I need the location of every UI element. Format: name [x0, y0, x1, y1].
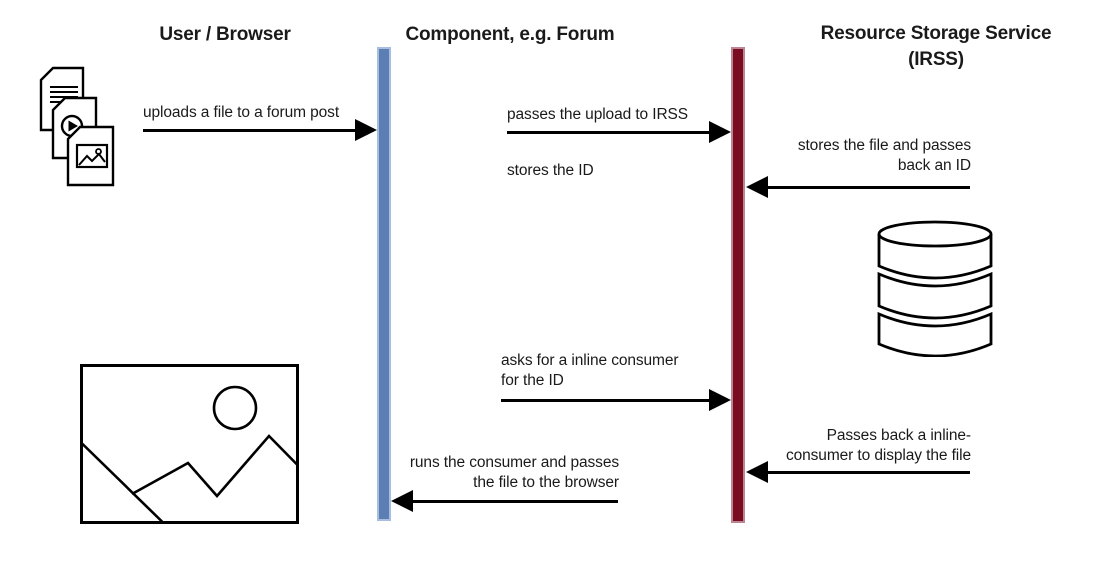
actor-header-irss-line1: Resource Storage Service: [820, 23, 1052, 44]
message-arrow-upload: [143, 119, 377, 141]
actor-header-irss: Resource Storage Service (IRSS): [806, 21, 1066, 73]
arrow-head-right-icon: [709, 121, 731, 143]
document-stack-icon: [39, 66, 115, 187]
message-label-pass-consumer-line1: Passes back a inline-: [826, 427, 971, 444]
message-label-upload: uploads a file to a forum post: [143, 103, 377, 123]
arrow-head-left-icon: [746, 461, 768, 483]
message-label-pass-consumer-line2: consumer to display the file: [785, 447, 971, 464]
message-arrow-pass-consumer: [746, 461, 970, 483]
message-label-store-file-line1: stores the file and passes: [797, 137, 971, 154]
message-label-store-id-line1: stores the ID: [507, 162, 594, 179]
message-label-run-consumer: runs the consumer and passes the file to…: [384, 453, 619, 493]
arrow-head-left-icon: [391, 490, 413, 512]
actor-header-irss-line2: (IRSS): [908, 49, 964, 70]
sun-icon: [212, 385, 258, 431]
message-label-ask-consumer-line1: asks for a inline consumer: [501, 352, 679, 369]
arrow-head-right-icon: [709, 389, 731, 411]
message-label-store-file-line2: back an ID: [897, 157, 971, 174]
message-label-pass-upload: passes the upload to IRSS: [507, 105, 737, 125]
arrow-shaft: [409, 499, 618, 503]
message-label-run-consumer-line2: the file to the browser: [473, 474, 619, 491]
message-arrow-ask-consumer: [501, 389, 731, 411]
arrow-head-left-icon: [746, 176, 768, 198]
message-label-store-id: stores the ID: [507, 161, 707, 181]
message-arrow-store-file: [746, 176, 970, 198]
irss-lifeline-bar: [731, 47, 745, 523]
actor-header-component: Component, e.g. Forum: [405, 24, 615, 45]
message-label-ask-consumer: asks for a inline consumer for the ID: [501, 351, 731, 391]
database-icon: [877, 220, 993, 357]
component-lifeline-bar: [377, 47, 391, 521]
actor-header-user: User / Browser: [159, 24, 291, 45]
arrow-shaft: [507, 130, 713, 134]
message-arrow-run-consumer: [391, 490, 618, 512]
message-label-upload-line1: uploads a file to a forum post: [143, 104, 340, 121]
mountains-icon: [131, 434, 299, 498]
arrow-shaft: [143, 128, 359, 132]
message-label-ask-consumer-line2: for the ID: [501, 372, 564, 389]
arrow-head-right-icon: [355, 119, 377, 141]
arrow-shaft: [501, 398, 713, 402]
message-label-run-consumer-line1: runs the consumer and passes: [409, 454, 619, 471]
message-arrow-pass-upload: [507, 121, 731, 143]
message-label-store-file: stores the file and passes back an ID: [746, 136, 971, 176]
arrow-shaft: [764, 185, 970, 189]
message-label-pass-consumer: Passes back a inline- consumer to displa…: [746, 426, 971, 466]
image-placeholder-icon: [80, 364, 299, 524]
arrow-shaft: [764, 470, 970, 474]
message-label-pass-upload-line1: passes the upload to IRSS: [507, 106, 689, 123]
